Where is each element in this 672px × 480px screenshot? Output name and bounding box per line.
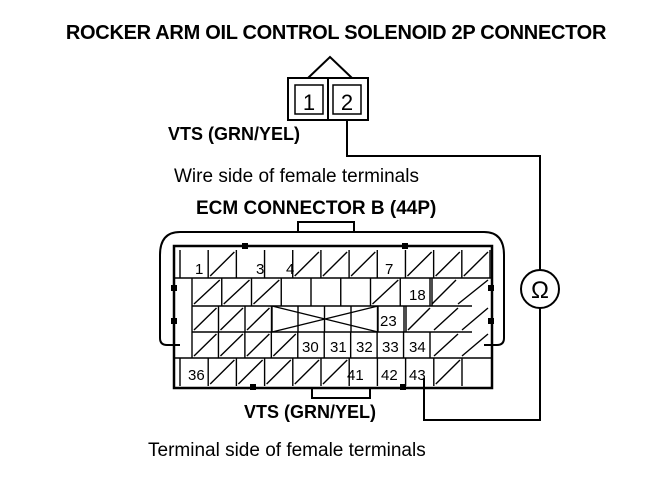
connector-latch — [307, 55, 353, 79]
ohm-symbol: Ω — [531, 277, 549, 304]
ecm-pin-labels: 1 3 4 7 18 23 30 31 32 33 34 36 41 42 43 — [188, 261, 426, 384]
ecm-connector-label: ECM CONNECTOR B (44P) — [196, 198, 437, 219]
cavity-blank-hatch — [193, 307, 217, 331]
ecm-housing-outline — [159, 231, 505, 346]
test-lead-bottom — [423, 308, 541, 421]
cavity-blank-hatch — [322, 251, 348, 277]
ecm-top-latch — [297, 221, 355, 232]
wire-side-label: Wire side of female terminals — [174, 166, 419, 187]
ecm-pin-31: 31 — [330, 339, 347, 356]
cavity-blank-hatch — [209, 359, 235, 385]
ecm-pin-34: 34 — [409, 339, 426, 356]
ecm-pin-33: 33 — [382, 339, 399, 356]
cavity-blank-hatch — [220, 307, 244, 331]
solenoid-pin-1-label: 1 — [303, 90, 315, 115]
cavity-blank-hatch — [272, 333, 297, 357]
ecm-connector-b — [159, 221, 505, 399]
wire-label-solenoid: VTS (GRN/YEL) — [168, 124, 301, 144]
cavity-blank-hatch — [433, 307, 459, 331]
diagram-title: ROCKER ARM OIL CONTROL SOLENOID 2P CONNE… — [65, 22, 607, 44]
cavity-blank-hatch — [193, 333, 217, 357]
cavity-blank-hatch — [223, 279, 250, 305]
ecm-pin-23: 23 — [380, 313, 397, 330]
cavity-blank-hatch — [457, 279, 489, 305]
cavity-blank-hatch — [246, 333, 270, 357]
cross-block-line — [271, 305, 379, 333]
ecm-housing-left — [159, 255, 180, 346]
cavity-blank-hatch — [193, 279, 221, 305]
ecm-pin-43: 43 — [409, 367, 426, 384]
cavity-blank-hatch — [461, 307, 489, 331]
ecm-pin-32: 32 — [356, 339, 373, 356]
ecm-cavity-grid — [179, 250, 491, 386]
cavity-blank-hatch — [407, 307, 431, 331]
ecm-pin-30: 30 — [302, 339, 319, 356]
ohmmeter-circle — [520, 269, 560, 309]
cavity-blank-hatch — [253, 279, 280, 305]
cavity-blank-hatch — [461, 333, 489, 357]
cavity-blank-hatch — [266, 359, 292, 385]
cavity-blank-hatch — [350, 251, 376, 277]
solenoid-pin-2-label: 2 — [341, 90, 353, 115]
cavity-blank-hatch — [294, 359, 320, 385]
ecm-pin-7: 7 — [385, 261, 393, 278]
ecm-pin-41: 41 — [347, 367, 364, 384]
cavity-blank-hatch — [372, 279, 399, 305]
cavity-blank-hatch — [406, 251, 433, 277]
ecm-pin-18: 18 — [409, 287, 426, 304]
terminal-side-label: Terminal side of female terminals — [148, 440, 426, 461]
cavity-blank-hatch — [322, 359, 348, 385]
ecm-corner-tabs — [171, 243, 494, 390]
cavity-blank-hatch — [433, 333, 459, 357]
test-lead-top — [346, 120, 541, 270]
pin-cell-1 — [294, 84, 324, 115]
cavity-blank-hatch — [435, 359, 461, 385]
cavity-blank-hatch — [219, 333, 244, 357]
ecm-pin-4: 4 — [286, 261, 294, 278]
ecm-pin-1: 1 — [195, 261, 203, 278]
ecm-pin-3: 3 — [256, 261, 264, 278]
cavity-blank-hatch — [463, 251, 489, 277]
cavity-blank-hatch — [209, 251, 235, 277]
cavity-blank-hatch — [431, 279, 457, 305]
cavity-blank-hatch — [246, 307, 270, 331]
pin-cell-2 — [332, 84, 362, 115]
ecm-pin-42: 42 — [381, 367, 398, 384]
wire-label-ecm: VTS (GRN/YEL) — [244, 402, 377, 422]
cavity-blank-hatch — [237, 359, 264, 385]
cavity-blank-hatch — [435, 251, 461, 277]
ecm-terminal-block — [172, 244, 494, 390]
ecm-pin-36: 36 — [188, 367, 205, 384]
cavity-blank-hatch — [294, 251, 320, 277]
solenoid-2p-connector — [287, 55, 369, 121]
ecm-bottom-latch — [311, 388, 371, 399]
